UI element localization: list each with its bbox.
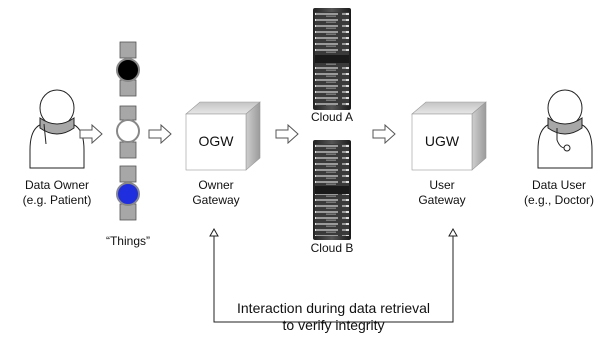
data-user-label: Data User (e.g., Doctor): [512, 178, 606, 208]
arrow-ogw-to-clouds: [275, 123, 299, 145]
data-user-line2: (e.g., Doctor): [523, 193, 595, 207]
cloud-b-label: Cloud B: [310, 241, 354, 255]
watch-blue-icon: [116, 165, 140, 221]
watch-white-icon: [116, 105, 140, 159]
data-user-icon: [537, 89, 593, 169]
arrow-things-to-ogw: [148, 123, 172, 145]
user-gateway-line2: Gateway: [418, 193, 466, 207]
ugw-box-label: UGW: [424, 133, 460, 149]
interaction-connector: [209, 227, 458, 323]
owner-gateway-line2: Gateway: [192, 193, 240, 207]
data-user-line1: Data User: [531, 178, 587, 192]
interaction-line2: to verify integrity: [282, 317, 385, 333]
data-owner-line2: (e.g. Patient): [22, 193, 92, 207]
things-label: “Things”: [105, 234, 150, 248]
user-gateway-line1: User: [429, 178, 455, 192]
interaction-line1: Interaction during data retrieval: [237, 300, 430, 316]
user-gateway-label: User Gateway: [402, 178, 482, 208]
cloud-a-label: Cloud A: [310, 110, 354, 124]
arrow-clouds-to-ugw: [372, 123, 396, 145]
arrow-owner-to-things: [79, 123, 103, 145]
ogw-box: [185, 101, 261, 171]
ogw-box-label: OGW: [198, 133, 234, 149]
ugw-box: [411, 101, 487, 171]
cloud-a-server-icon: [313, 8, 351, 110]
data-owner-label: Data Owner (e.g. Patient): [0, 178, 114, 208]
data-owner-line1: Data Owner: [24, 178, 90, 192]
owner-gateway-line1: Owner: [198, 178, 234, 192]
watch-black-icon: [116, 41, 140, 97]
interaction-label: Interaction during data retrieval to ver…: [214, 300, 453, 334]
data-owner-icon: [29, 89, 85, 169]
cloud-b-server-icon: [313, 140, 351, 240]
owner-gateway-label: Owner Gateway: [176, 178, 256, 208]
